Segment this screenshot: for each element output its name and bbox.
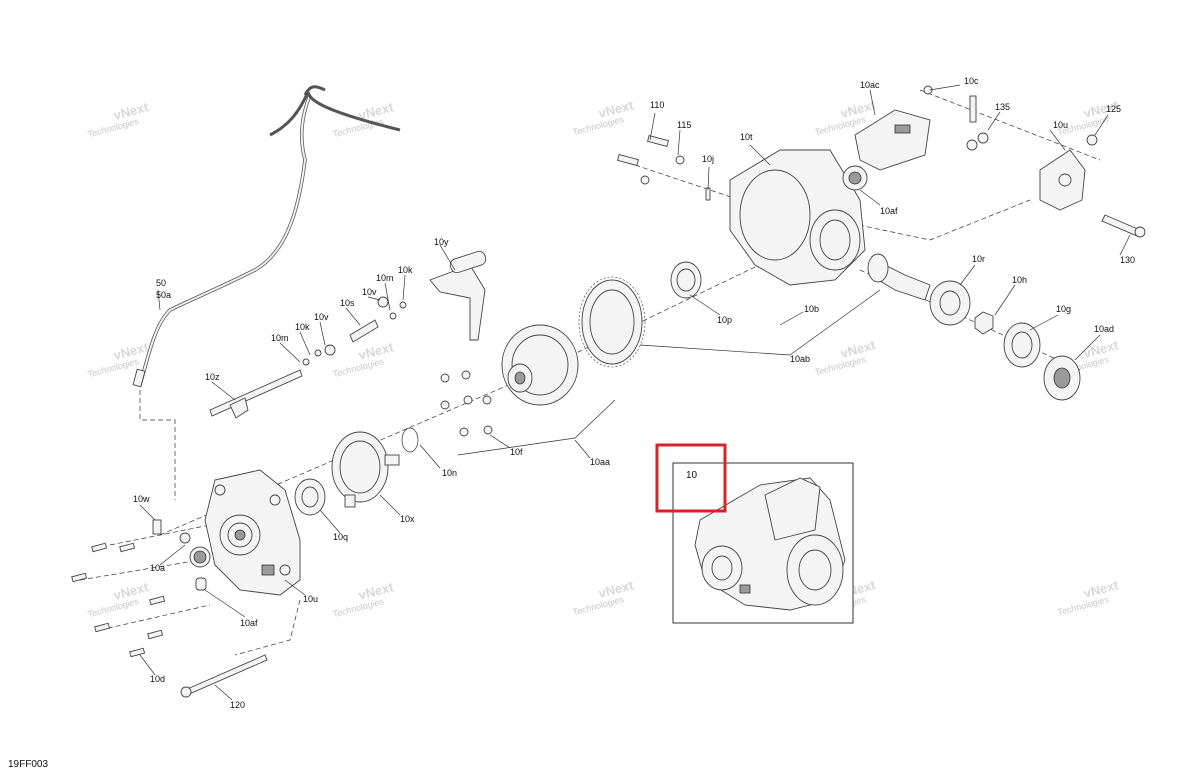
- callout-10d: 10d: [150, 674, 165, 684]
- watermark-line2: Technologies: [87, 116, 141, 139]
- seal-10p: [670, 261, 702, 299]
- axis-line: [234, 599, 301, 656]
- watermark: vNext Technologies: [87, 99, 151, 139]
- callout-10aa: 10aa: [590, 457, 610, 467]
- callout-10ab: 10ab: [790, 354, 810, 364]
- assembly-axes: [79, 89, 1101, 656]
- callout-110: 110: [650, 100, 664, 110]
- watermark: vNext Technologies: [572, 97, 636, 137]
- callout-10a: 10a: [150, 563, 165, 573]
- callout-10z: 10z: [205, 372, 220, 382]
- shift-fork: [209, 250, 487, 419]
- pinion-group: [867, 253, 1081, 401]
- callout-135: 135: [995, 102, 1010, 112]
- pin: [152, 519, 162, 535]
- callout-10t: 10t: [740, 132, 753, 142]
- callout-10x: 10x: [400, 514, 415, 524]
- watermark-line2: Technologies: [87, 596, 141, 619]
- callout-115: 115: [677, 120, 691, 130]
- callout-10k-top: 10k: [398, 265, 413, 275]
- callout-10m: 10m: [271, 333, 289, 343]
- callout-10af-top: 10af: [880, 206, 898, 216]
- callout-10c: 10c: [964, 76, 979, 86]
- callout-10af: 10af: [240, 618, 258, 628]
- watermark: vNext Technologies: [332, 339, 396, 379]
- axis-line: [109, 524, 211, 546]
- axis-line: [139, 390, 176, 500]
- callout-10f: 10f: [510, 447, 523, 457]
- watermark-line2: Technologies: [1057, 594, 1111, 617]
- callout-10ad: 10ad: [1094, 324, 1114, 334]
- highlight-label: 10: [686, 470, 698, 481]
- callout-10b: 10b: [804, 304, 819, 314]
- callout-10v: 10v: [314, 312, 329, 322]
- callout-130: 130: [1120, 255, 1135, 265]
- callout-labels: 110 115 10j 10t 10ac 10c 135 10u 125 10a…: [133, 76, 1135, 710]
- watermark: vNext Technologies: [87, 579, 151, 619]
- callout-10p: 10p: [717, 315, 732, 325]
- bolts-left: [71, 542, 268, 698]
- wire-harness: [132, 85, 401, 388]
- callout-10k: 10k: [295, 322, 310, 332]
- callout-120: 120: [230, 700, 245, 710]
- callout-10u: 10u: [303, 594, 318, 604]
- callout-10j: 10j: [702, 154, 714, 164]
- watermark-line2: Technologies: [332, 356, 386, 379]
- highlight-box: [655, 443, 727, 513]
- callout-10w: 10w: [133, 494, 150, 504]
- diagram-reference: 19FF003: [8, 759, 48, 770]
- callout-125: 125: [1106, 104, 1121, 114]
- axis-line: [919, 89, 1101, 161]
- axis-line: [79, 559, 201, 581]
- seals-left: [179, 532, 211, 591]
- callout-10u-top: 10u: [1053, 120, 1068, 130]
- assembly-inset: 10: [655, 443, 854, 624]
- group-bracket: [457, 399, 616, 456]
- watermark: vNext Technologies: [572, 577, 636, 617]
- callout-10y: 10y: [434, 237, 449, 247]
- watermark: vNext Technologies: [332, 579, 396, 619]
- callout-10q: 10q: [333, 532, 348, 542]
- leader-lines: [139, 84, 1131, 701]
- watermark-line2: Technologies: [332, 596, 386, 619]
- callout-10m-top: 10m: [376, 273, 394, 283]
- axis-line: [159, 254, 781, 536]
- callout-10s: 10s: [340, 298, 355, 308]
- screws-10f: [440, 370, 493, 437]
- watermark-line2: Technologies: [814, 354, 868, 377]
- bracket: [1039, 134, 1146, 238]
- left-cover: [204, 469, 301, 596]
- watermark-line2: Technologies: [572, 114, 626, 137]
- callout-10n: 10n: [442, 468, 457, 478]
- bearing-ring: [294, 427, 419, 516]
- callout-50a: 50a: [156, 290, 171, 300]
- watermark-line2: Technologies: [572, 594, 626, 617]
- watermark-line2: Technologies: [87, 356, 141, 379]
- callout-10ac: 10ac: [860, 80, 880, 90]
- callout-10g: 10g: [1056, 304, 1071, 314]
- bolts-top: [617, 85, 989, 201]
- callout-10r: 10r: [972, 254, 985, 264]
- differential: [501, 276, 646, 406]
- callout-50: 50: [156, 278, 166, 288]
- watermark: vNext Technologies: [814, 337, 878, 377]
- callout-10h: 10h: [1012, 275, 1027, 285]
- watermark: vNext Technologies: [1057, 577, 1121, 617]
- callout-10v-top: 10v: [362, 287, 377, 297]
- main-housing: [729, 109, 931, 286]
- axis-line: [99, 604, 211, 631]
